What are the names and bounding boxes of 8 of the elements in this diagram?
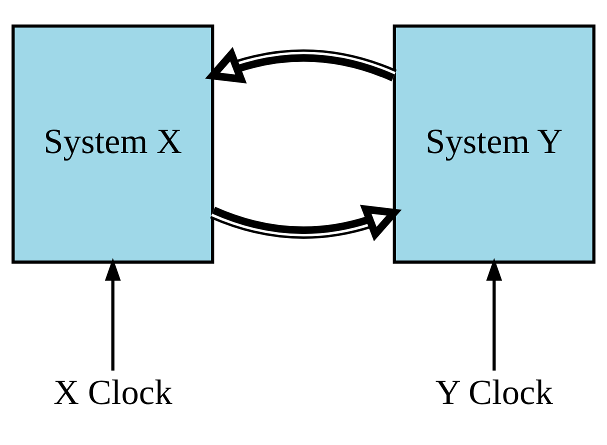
node-box: System Y — [392, 24, 596, 264]
arrow — [104, 257, 121, 370]
node-text: X Clock — [53, 372, 172, 412]
node-text: Y Clock — [435, 372, 553, 412]
arrow — [210, 204, 402, 241]
arrow — [486, 257, 502, 370]
arrow — [205, 46, 397, 83]
node-box: System X — [12, 24, 214, 264]
